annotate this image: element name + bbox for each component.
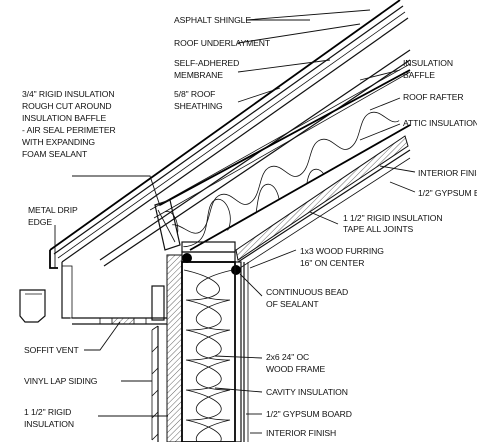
label-soffit-vent: SOFFIT VENT xyxy=(24,345,79,355)
roof-rigid-insulation xyxy=(235,135,409,261)
label-furring-spacing: 16" ON CENTER xyxy=(300,258,364,268)
label-wood-frame: WOOD FRAME xyxy=(266,364,326,374)
sealant-bead-right xyxy=(231,265,241,275)
label-attic-insulation: ATTIC INSULATION xyxy=(403,118,477,128)
rigid-insulation-cut-edge xyxy=(157,209,176,243)
wall-cavity-insulation xyxy=(183,269,234,442)
roof-assembly xyxy=(49,0,411,269)
label-membrane: MEMBRANE xyxy=(174,70,223,80)
callout-labels: ASPHALT SHINGLE ROOF UNDERLAYMENT SELF-A… xyxy=(22,15,477,438)
label-gypsum-top: 1/2" GYPSUM BOARD xyxy=(418,188,477,198)
roof-sheathing-line-lower xyxy=(103,59,411,267)
asphalt-shingle-courses xyxy=(49,0,409,263)
label-rigid-cut-4: - AIR SEAL PERIMETER xyxy=(22,125,116,135)
rafter-bottom-edge xyxy=(189,124,411,251)
soffit-vent-grille xyxy=(111,317,135,325)
label-interior-finish-bottom: INTERIOR FINISH xyxy=(266,428,336,438)
label-rigid-bottom: 1 1/2" RIGID xyxy=(24,407,71,417)
label-sheathing: SHEATHING xyxy=(174,101,223,111)
label-vinyl-lap-siding: VINYL LAP SIDING xyxy=(24,376,98,386)
rafter-top-edge xyxy=(159,69,411,206)
wall-assembly xyxy=(151,254,249,442)
label-gypsum-bottom: 1/2" GYPSUM BOARD xyxy=(266,409,352,419)
insulation-baffle-line-lower xyxy=(153,71,411,219)
label-cavity-insulation: CAVITY INSULATION xyxy=(266,387,348,397)
sealant-bead-left xyxy=(182,253,192,263)
label-edge: EDGE xyxy=(28,217,52,227)
soffit-joints xyxy=(99,318,147,324)
label-insulation-bottom: INSULATION xyxy=(24,419,74,429)
label-metal-drip: METAL DRIP xyxy=(28,205,78,215)
label-rigid-cut-3: INSULATION BAFFLE xyxy=(22,113,106,123)
roof-interior-finish xyxy=(239,157,411,269)
label-roof-underlayment: ROOF UNDERLAYMENT xyxy=(174,38,271,48)
gutter xyxy=(19,289,46,323)
label-furring: 1x3 WOOD FURRING xyxy=(300,246,384,256)
label-interior-finish-top: INTERIOR FINISH xyxy=(418,168,477,178)
roof-sheathing-line xyxy=(99,49,411,261)
top-plate-1 xyxy=(181,241,236,253)
wall-rigid-insulation xyxy=(166,254,183,442)
label-tape-joints: TAPE ALL JOINTS xyxy=(343,224,414,234)
roof-gypsum-board xyxy=(237,149,411,263)
insulation-baffle-line xyxy=(149,63,411,211)
fascia-trim xyxy=(61,265,73,319)
label-self-adhered: SELF-ADHERED xyxy=(174,58,239,68)
label-rigid-cut-5: WITH EXPANDING xyxy=(22,137,95,147)
label-baffle: BAFFLE xyxy=(403,70,435,80)
wall-furring xyxy=(234,261,242,442)
label-rigid-cut-6: FOAM SEALANT xyxy=(22,149,88,159)
frieze-board xyxy=(151,285,165,321)
label-roof-sheathing: 5/8" ROOF xyxy=(174,89,215,99)
vinyl-lap-siding xyxy=(151,325,159,442)
leader-lines xyxy=(54,9,416,434)
label-stud-size: 2x6 24" OC xyxy=(266,352,309,362)
label-rigid-cut-1: 3/4" RIGID INSULATION xyxy=(22,89,114,99)
fascia-board xyxy=(61,262,70,319)
label-rigid-cut-2: ROUGH CUT AROUND xyxy=(22,101,111,111)
wall-stud-frame xyxy=(181,261,236,442)
label-continuous-bead: CONTINUOUS BEAD xyxy=(266,287,348,297)
rigid-insulation-cut xyxy=(154,199,181,251)
label-rigid-insulation-top: 1 1/2" RIGID INSULATION xyxy=(343,213,442,223)
label-of-sealant: OF SEALANT xyxy=(266,299,319,309)
label-insulation-baffle: INSULATION xyxy=(403,58,453,68)
label-roof-rafter: ROOF RAFTER xyxy=(403,92,464,102)
label-asphalt-shingle: ASPHALT SHINGLE xyxy=(174,15,251,25)
